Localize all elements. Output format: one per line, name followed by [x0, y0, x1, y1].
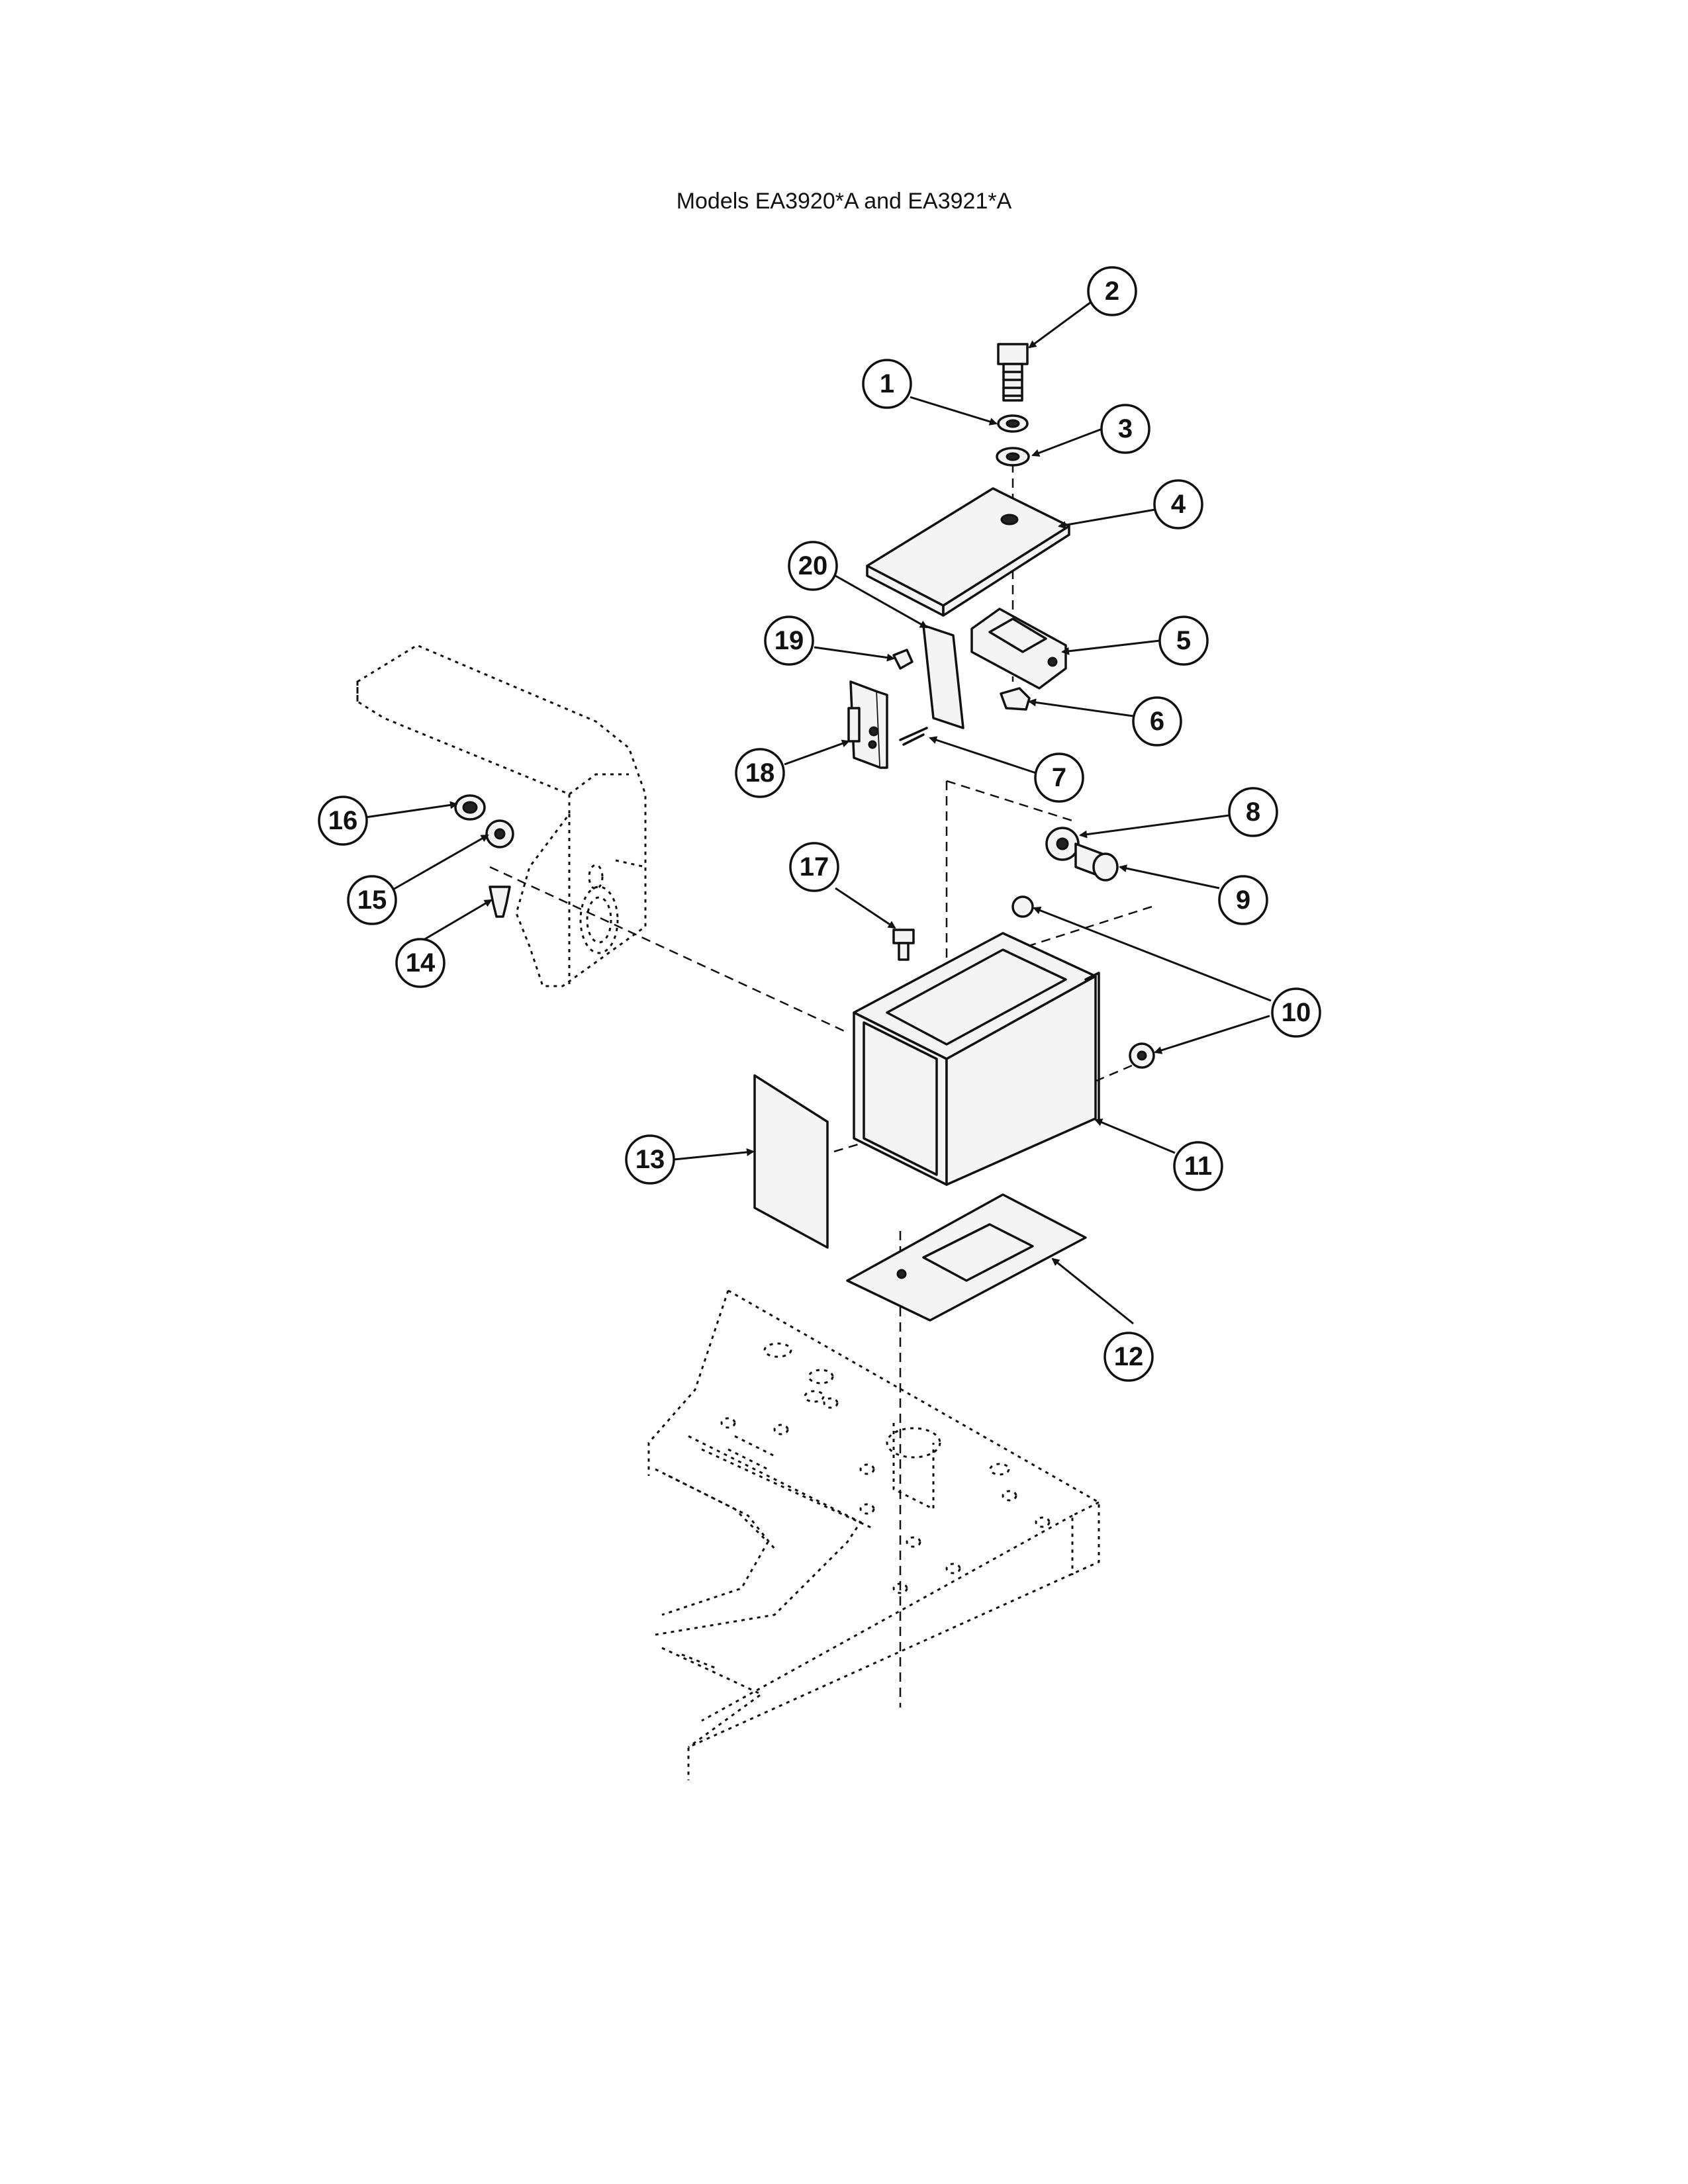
callout-3: 3 — [1100, 404, 1150, 454]
callout-2: 2 — [1087, 266, 1137, 316]
svg-text:4: 4 — [1171, 490, 1186, 519]
callout-10: 10 — [1271, 987, 1321, 1038]
page-title: Models EA3920*A and EA3921*A — [676, 189, 1012, 214]
part-18-circuit-board — [847, 680, 888, 769]
part-5-clamp — [970, 608, 1067, 690]
callout-9: 9 — [1218, 875, 1268, 925]
part-13-side-panel — [753, 1074, 829, 1249]
part-17-screw — [892, 929, 915, 961]
callout-1: 1 — [862, 359, 912, 409]
svg-text:8: 8 — [1246, 797, 1260, 827]
svg-text:7: 7 — [1052, 763, 1066, 792]
svg-text:16: 16 — [328, 806, 358, 835]
svg-text:19: 19 — [774, 626, 804, 655]
part-10-star-washer-side — [1129, 1042, 1155, 1069]
callout-19: 19 — [764, 615, 814, 666]
svg-text:3: 3 — [1118, 414, 1133, 443]
part-6-clip — [1000, 687, 1031, 711]
callout-20: 20 — [788, 541, 838, 591]
svg-text:10: 10 — [1282, 998, 1311, 1027]
callout-4: 4 — [1153, 479, 1203, 529]
svg-text:13: 13 — [635, 1145, 665, 1174]
svg-text:15: 15 — [357, 886, 387, 915]
svg-text:5: 5 — [1176, 626, 1191, 655]
part-11-enclosure-box — [853, 932, 1100, 1186]
part-14-fastener — [489, 886, 511, 918]
svg-text:17: 17 — [800, 852, 829, 882]
part-19-screw — [892, 649, 914, 670]
callout-11: 11 — [1173, 1141, 1223, 1191]
svg-text:1: 1 — [880, 369, 894, 398]
callout-15: 15 — [347, 875, 397, 925]
part-8-star-washer — [1045, 827, 1080, 861]
part-20-bracket — [922, 624, 964, 729]
part-10-star-washer-top — [1011, 895, 1034, 918]
svg-text:18: 18 — [745, 758, 775, 788]
callout-7: 7 — [1034, 752, 1084, 803]
callout-8: 8 — [1228, 787, 1278, 837]
part-4-top-cover — [866, 487, 1070, 617]
svg-text:9: 9 — [1236, 886, 1250, 915]
callout-leaders — [365, 300, 1272, 1325]
part-7-wire-clip — [899, 727, 928, 746]
svg-text:12: 12 — [1114, 1342, 1144, 1371]
part-2-bolt — [997, 343, 1029, 402]
callout-17: 17 — [789, 842, 839, 892]
callout-12: 12 — [1103, 1332, 1154, 1382]
callout-14: 14 — [395, 938, 445, 988]
callout-16: 16 — [318, 796, 368, 846]
callout-13: 13 — [625, 1134, 675, 1185]
svg-text:14: 14 — [406, 948, 436, 978]
part-12-gasket — [846, 1193, 1087, 1322]
part-16-nut — [454, 794, 486, 821]
svg-text:11: 11 — [1184, 1152, 1212, 1181]
machine-base — [647, 1289, 1100, 1780]
svg-text:6: 6 — [1150, 707, 1164, 736]
callout-18: 18 — [735, 748, 785, 798]
callout-6: 6 — [1132, 696, 1182, 747]
callout-5: 5 — [1158, 615, 1209, 666]
part-15-star-washer — [485, 819, 514, 848]
machine-side-frame — [356, 644, 647, 987]
svg-text:20: 20 — [798, 551, 828, 580]
svg-text:2: 2 — [1105, 277, 1119, 306]
part-9-bolt — [1074, 842, 1119, 882]
